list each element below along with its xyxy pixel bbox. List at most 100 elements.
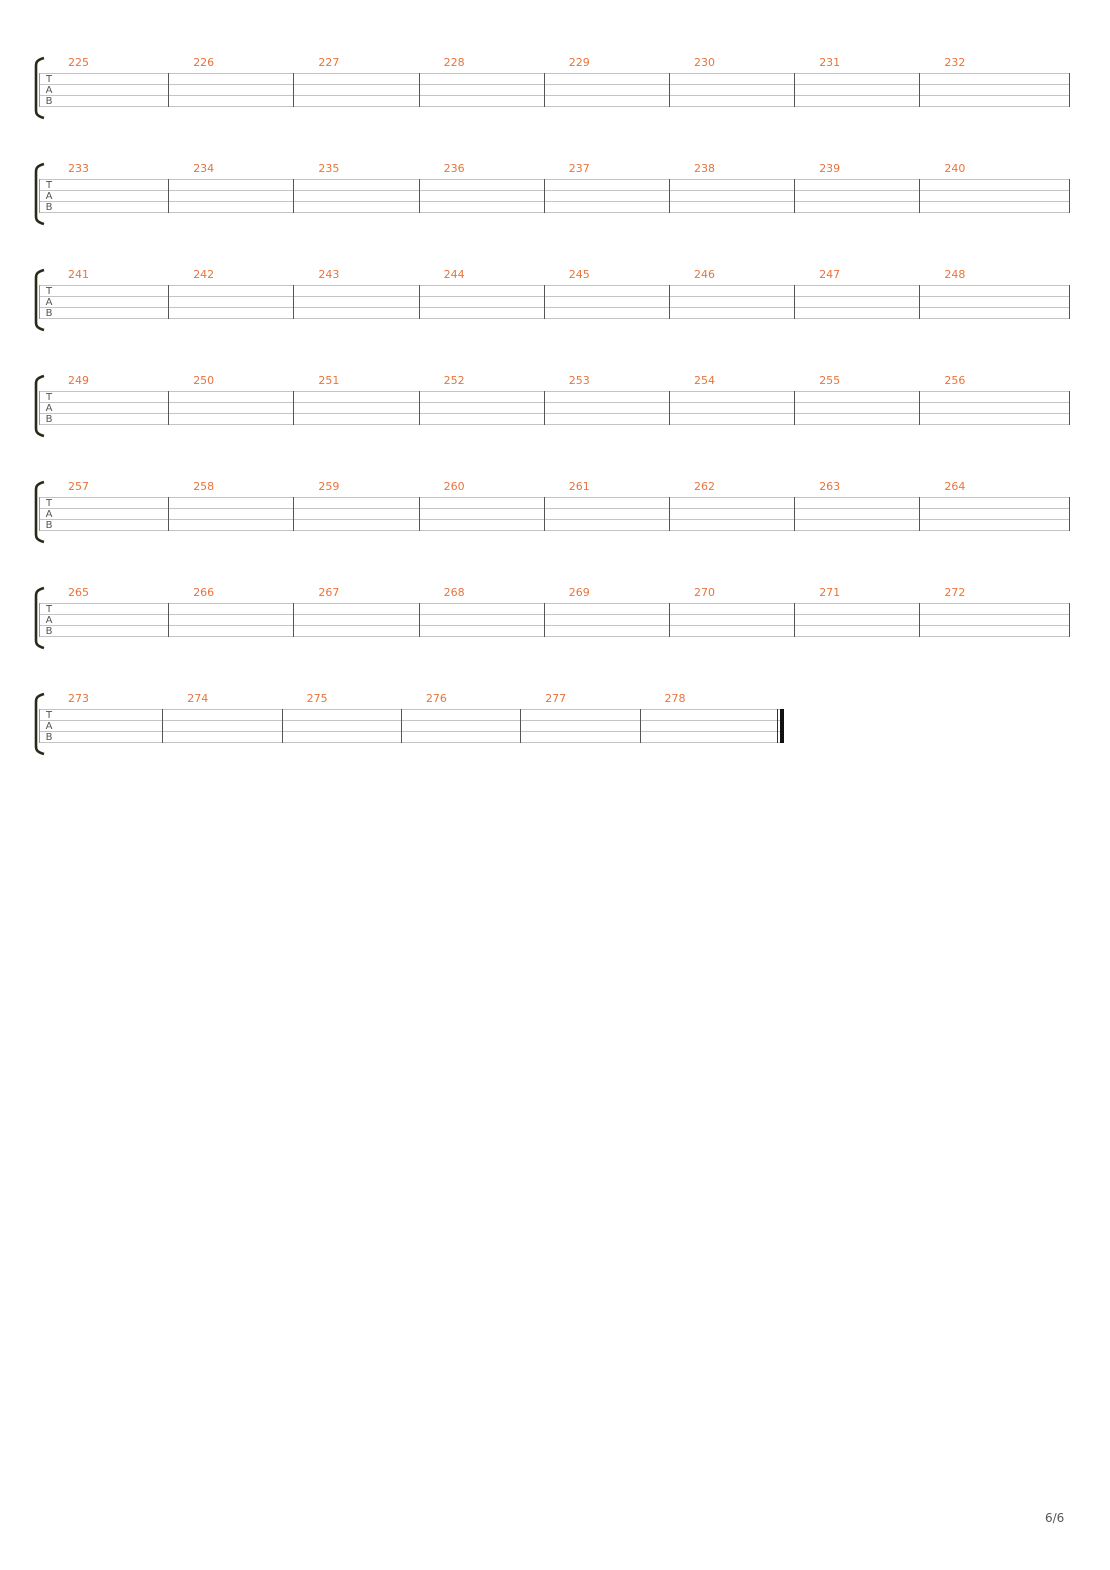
- barline: [669, 179, 670, 213]
- barline: [919, 73, 921, 107]
- measure-number: 232: [944, 56, 966, 69]
- system-start-barline: [39, 497, 40, 531]
- staff-line: [39, 285, 1069, 286]
- barline: [168, 497, 170, 531]
- measure-number: 230: [694, 56, 715, 69]
- system-bracket: [34, 480, 45, 544]
- barline: [418, 73, 420, 107]
- staff-line: [39, 497, 1069, 498]
- tab-clef-letter: T: [45, 286, 53, 297]
- system-bracket: [34, 268, 45, 332]
- barline: [168, 285, 170, 319]
- staff-line: [39, 95, 1069, 96]
- barline: [293, 391, 295, 425]
- staff-line: [39, 296, 1069, 297]
- barline: [281, 709, 283, 743]
- measure-number: 253: [568, 374, 590, 387]
- system-end-barline: [1069, 391, 1070, 425]
- tab-clef-letter: A: [45, 721, 53, 732]
- measure-number: 225: [68, 56, 89, 69]
- tab-clef-letter: A: [45, 509, 53, 520]
- tab-clef-letter: T: [45, 180, 53, 191]
- system-bracket: [34, 56, 45, 120]
- measure-number: 272: [944, 586, 966, 599]
- barline: [293, 73, 295, 107]
- staff-line: [39, 742, 783, 743]
- staff-line: [39, 636, 1069, 637]
- measure-number: 245: [568, 268, 590, 281]
- tab-clef-letter: A: [45, 85, 53, 96]
- measure-number: 257: [68, 480, 89, 493]
- measure-number: 251: [318, 374, 340, 387]
- barline: [669, 391, 670, 425]
- measure-number: 278: [664, 692, 686, 705]
- measure-number: 241: [68, 268, 89, 281]
- measure-number: 234: [193, 162, 215, 175]
- page-number: 6/6: [1045, 1511, 1065, 1525]
- measure-number: 240: [944, 162, 966, 175]
- system-start-barline: [39, 391, 40, 425]
- measure-number: 248: [944, 268, 966, 281]
- staff-line: [39, 201, 1069, 202]
- staff-line: [39, 413, 1069, 414]
- barline: [293, 497, 295, 531]
- staff-line: [39, 625, 1069, 626]
- staff-line: [39, 709, 783, 710]
- system-start-barline: [39, 179, 40, 213]
- measure-number: 255: [819, 374, 841, 387]
- staff-line: [39, 73, 1069, 74]
- system-end-barline: [1069, 497, 1070, 531]
- measure-number: 259: [318, 480, 340, 493]
- measure-number: 226: [193, 56, 215, 69]
- staff-line: [39, 519, 1069, 520]
- barline: [293, 603, 295, 637]
- measure-number: 237: [568, 162, 590, 175]
- system-bracket: [34, 692, 45, 756]
- barline: [543, 179, 545, 213]
- barline: [520, 709, 522, 743]
- staff-line: [39, 318, 1069, 319]
- tab-clef-letter: T: [45, 498, 53, 509]
- final-barline-thin: [776, 709, 778, 743]
- barline: [293, 179, 295, 213]
- barline: [794, 179, 796, 213]
- barline: [400, 709, 402, 743]
- barline: [919, 603, 921, 637]
- measure-number: 235: [318, 162, 340, 175]
- measure-number: 252: [443, 374, 465, 387]
- measure-number: 265: [68, 586, 89, 599]
- staff-line: [39, 84, 1069, 85]
- barline: [418, 603, 420, 637]
- system-start-barline: [39, 603, 40, 637]
- barline: [669, 73, 670, 107]
- staff-line: [39, 179, 1069, 180]
- barline: [168, 391, 170, 425]
- barline: [418, 391, 420, 425]
- measure-number: 227: [318, 56, 340, 69]
- measure-number: 229: [568, 56, 590, 69]
- system-start-barline: [39, 709, 40, 743]
- measure-number: 228: [443, 56, 465, 69]
- system-bracket: [34, 586, 45, 650]
- barline: [669, 497, 670, 531]
- staff-line: [39, 106, 1069, 107]
- barline: [794, 603, 796, 637]
- system-start-barline: [39, 285, 40, 319]
- tab-clef-letter: A: [45, 191, 53, 202]
- tab-clef-letter: B: [45, 732, 53, 743]
- measure-number: 264: [944, 480, 966, 493]
- measure-number: 256: [944, 374, 966, 387]
- barline: [543, 73, 545, 107]
- measure-number: 250: [193, 374, 215, 387]
- staff-line: [39, 508, 1069, 509]
- barline: [919, 179, 921, 213]
- tab-clef-letter: B: [45, 202, 53, 213]
- measure-number: 268: [443, 586, 465, 599]
- tab-clef-letter: B: [45, 96, 53, 107]
- measure-number: 233: [68, 162, 89, 175]
- measure-number: 274: [187, 692, 209, 705]
